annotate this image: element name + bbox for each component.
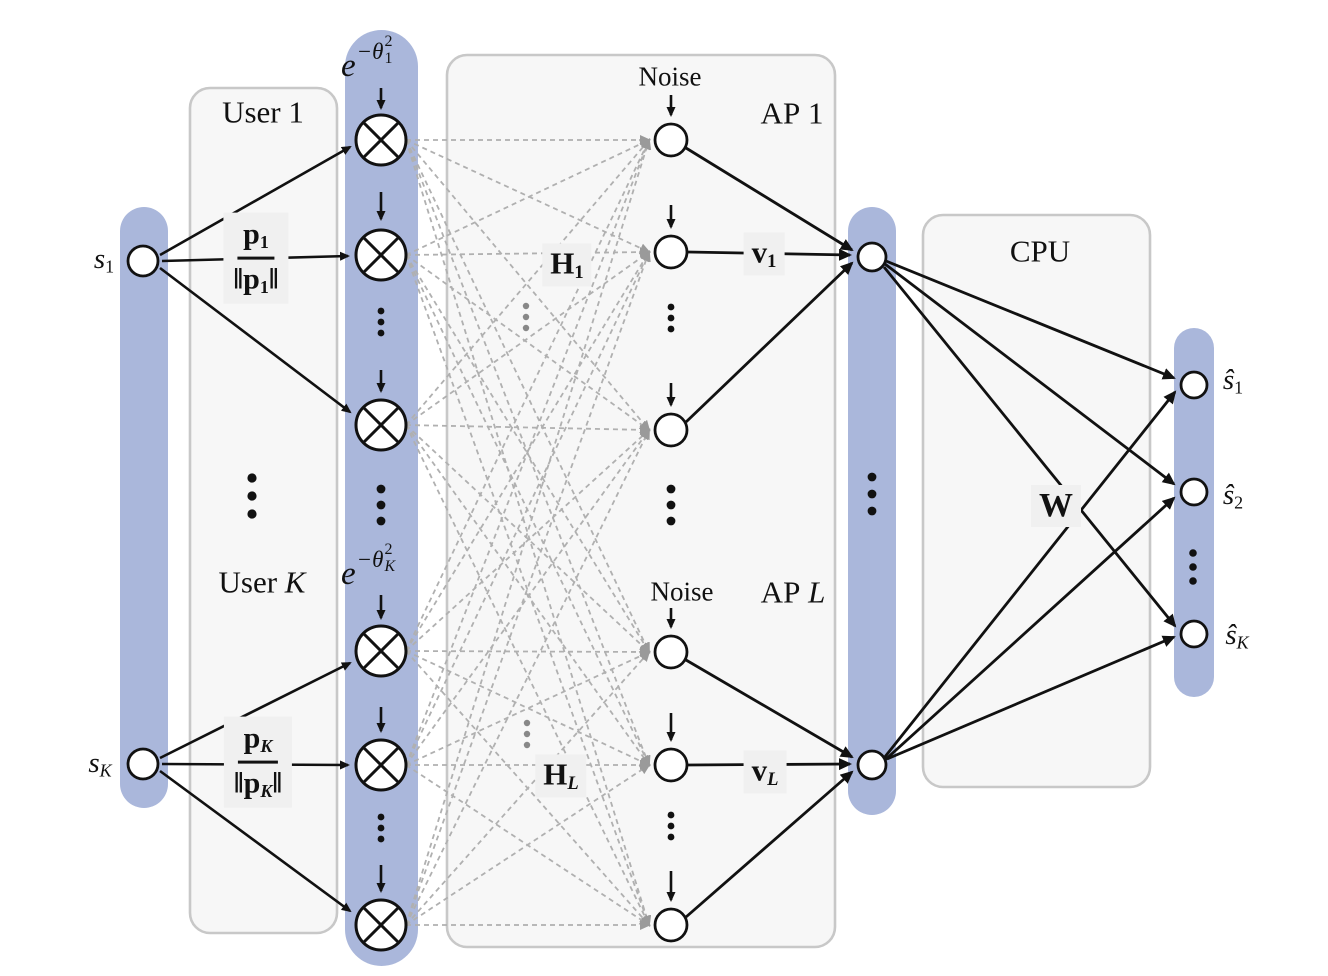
- combiner-node-apL: [856, 749, 888, 781]
- p1-numerator: p1: [237, 218, 275, 260]
- channel-dashed-line: [405, 763, 651, 926]
- channel-ellipsis-dots: [522, 302, 531, 749]
- output-label-sKhat: ŝK: [1225, 618, 1249, 653]
- multiply-node: [354, 624, 408, 678]
- combining-label-v1: v1: [743, 232, 785, 276]
- output-label-s1hat: ŝ1: [1222, 363, 1244, 398]
- combiner-to-output-arrows: [882, 259, 1177, 762]
- channel-label-HL: HL: [535, 754, 587, 798]
- channel-dashed-line: [405, 139, 651, 432]
- p1-denominator: ‖p1‖: [233, 263, 279, 298]
- userK-title: User K: [218, 564, 306, 600]
- apL-node: [653, 634, 689, 670]
- input-node-s1: [126, 244, 160, 278]
- noise-label-apL: Noise: [650, 576, 714, 607]
- precoder-fraction-p1: p1 ‖p1‖: [223, 212, 289, 304]
- output-node-sK: [1179, 619, 1209, 649]
- ap-group-box: [445, 53, 837, 949]
- channel-dashed-line: [405, 250, 651, 926]
- channel-dashed-line: [405, 424, 651, 435]
- combining-label-vL: vL: [743, 750, 787, 794]
- precoder-fraction-pK: pK ‖pK‖: [223, 716, 293, 808]
- channel-dashed-line: [405, 428, 651, 652]
- channel-dashed-line: [405, 138, 652, 926]
- user1-title: User 1: [222, 94, 304, 130]
- channel-dashed-line: [405, 139, 652, 927]
- multiply-node: [354, 898, 408, 952]
- output-node-s2: [1179, 477, 1209, 507]
- channel-dashed-line: [405, 250, 651, 652]
- combiner-node-ap1: [856, 241, 888, 273]
- precoder-multiply-nodes: [354, 113, 408, 952]
- input-node-sK: [126, 747, 160, 781]
- channel-dashed-line: [405, 646, 651, 657]
- output-nodes: [1179, 370, 1209, 649]
- pK-denominator: ‖pK‖: [233, 767, 283, 802]
- channel-dashed-line: [405, 138, 650, 652]
- channel-dashed-line: [405, 254, 651, 927]
- input-label-s1: s1: [93, 242, 115, 277]
- multiply-node: [354, 228, 408, 282]
- ap1-title: AP 1: [760, 95, 824, 131]
- combiner-nodes: [856, 241, 888, 781]
- pK-numerator: pK: [237, 722, 279, 764]
- vertical-ellipsis-dots: [247, 303, 1197, 843]
- cpu-title: CPU: [1009, 233, 1071, 269]
- apL-node: [653, 907, 689, 943]
- channel-dashed-line: [405, 428, 651, 766]
- ap1-node: [653, 234, 689, 270]
- cpu-weight-label-W: W: [1031, 485, 1081, 527]
- multiply-node: [354, 738, 408, 792]
- ap-antenna-nodes: [653, 122, 689, 943]
- multiply-node: [354, 113, 408, 167]
- channel-label-H1: H1: [542, 243, 592, 287]
- channel-dashed-line: [405, 424, 650, 927]
- ap1-node: [653, 412, 689, 448]
- channel-dashed-line: [405, 247, 651, 258]
- input-layer-bar: [120, 207, 168, 808]
- output-layer-bar: [1174, 328, 1214, 697]
- noise-label-ap1: Noise: [638, 61, 702, 92]
- channel-dashed-line: [405, 424, 651, 654]
- channel-dashed-line: [405, 250, 651, 426]
- output-label-s2hat: ŝ2: [1222, 478, 1244, 513]
- channel-dashed-line: [405, 138, 651, 766]
- output-node-s1: [1179, 370, 1209, 400]
- input-label-sK: sK: [88, 746, 112, 781]
- ap1-node: [653, 122, 689, 158]
- multiply-node: [354, 398, 408, 452]
- channel-dashed-line: [405, 254, 651, 654]
- input-nodes: [126, 244, 160, 781]
- apL-title: AP L: [760, 574, 826, 610]
- channel-dashed-line: [405, 424, 651, 767]
- apL-node: [653, 747, 689, 783]
- channel-dashed-line: [405, 250, 650, 766]
- channel-dashed-line: [405, 254, 651, 432]
- channel-dashed-line: [405, 428, 650, 926]
- channel-dashed-lines: [405, 135, 652, 930]
- channel-dashed-line: [405, 650, 651, 926]
